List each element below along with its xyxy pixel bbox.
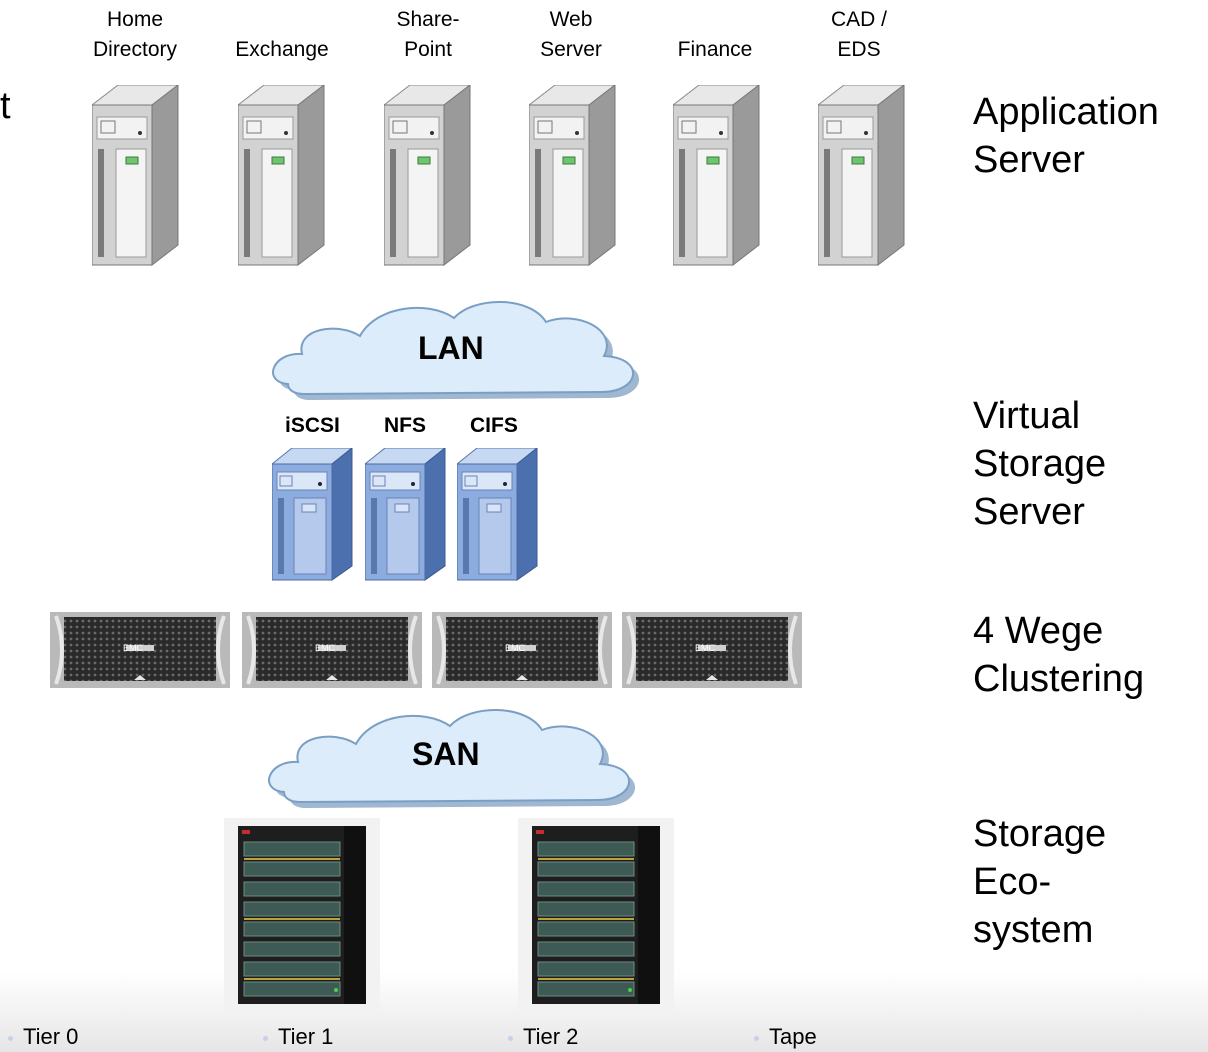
storage-array-icon (224, 818, 380, 1014)
tier-item-0: Tier 0 (8, 1024, 78, 1050)
san-cloud-icon (268, 709, 636, 808)
server-tower-icon (384, 85, 471, 267)
server-tower-icon (673, 85, 760, 267)
tier-item-1: Tier 1 (263, 1024, 333, 1050)
server-label-finance: Finance (677, 38, 753, 61)
layer-label-application-server: Application Server (973, 91, 1159, 181)
lan-cloud-icon (272, 301, 640, 400)
storage-server-icon (457, 448, 538, 581)
cluster-brand-label: EMC (695, 643, 715, 653)
server-tower-icon (529, 85, 616, 267)
cluster-node-icon (50, 612, 230, 688)
tier-label: Tier 1 (278, 1024, 334, 1049)
cluster-node-icon (432, 612, 612, 688)
server-label-home-directory: Home Directory (92, 8, 177, 61)
server-tower-icon (92, 85, 179, 267)
layer-label-virtual-storage-server: Virtual Storage Server (973, 395, 1107, 533)
lan-label: LAN (418, 330, 484, 366)
bullet-icon (263, 1035, 268, 1041)
tier-label: Tape (769, 1024, 817, 1049)
server-tower-icon (818, 85, 905, 267)
bullet-icon (754, 1035, 759, 1041)
bullet-icon (508, 1035, 513, 1041)
server-label-cad-eds: CAD / EDS (830, 8, 887, 61)
server-tower-icon (238, 85, 325, 267)
protocol-label-nfs: NFS (384, 414, 426, 437)
san-label: SAN (412, 736, 480, 772)
server-label-sharepoint: Share- Point (396, 8, 460, 61)
server-label-web-server: Web Server (540, 8, 602, 61)
cluster-brand-label: EMC (505, 643, 525, 653)
tier-item-tape: Tape (754, 1024, 817, 1050)
storage-server-icon (365, 448, 446, 581)
edge-text-fragment: t (0, 85, 11, 127)
storage-server-icon (272, 448, 353, 581)
protocol-label-cifs: CIFS (470, 414, 518, 437)
storage-array-icon (518, 818, 674, 1014)
bullet-icon (8, 1035, 13, 1041)
protocol-label-iscsi: iSCSI (285, 414, 340, 437)
cluster-node-icon (622, 612, 802, 688)
tier-item-2: Tier 2 (508, 1024, 578, 1050)
layer-label-storage-ecosystem: Storage Eco- system (973, 813, 1107, 951)
server-label-exchange: Exchange (235, 38, 329, 61)
cluster-node-icon (242, 612, 422, 688)
cluster-brand-label: EMC (315, 643, 335, 653)
cluster-brand-label: EMC (123, 643, 143, 653)
tier-label: Tier 0 (23, 1024, 79, 1049)
layer-label-cluster: 4 Wege Clustering (973, 610, 1145, 700)
tier-label: Tier 2 (523, 1024, 579, 1049)
